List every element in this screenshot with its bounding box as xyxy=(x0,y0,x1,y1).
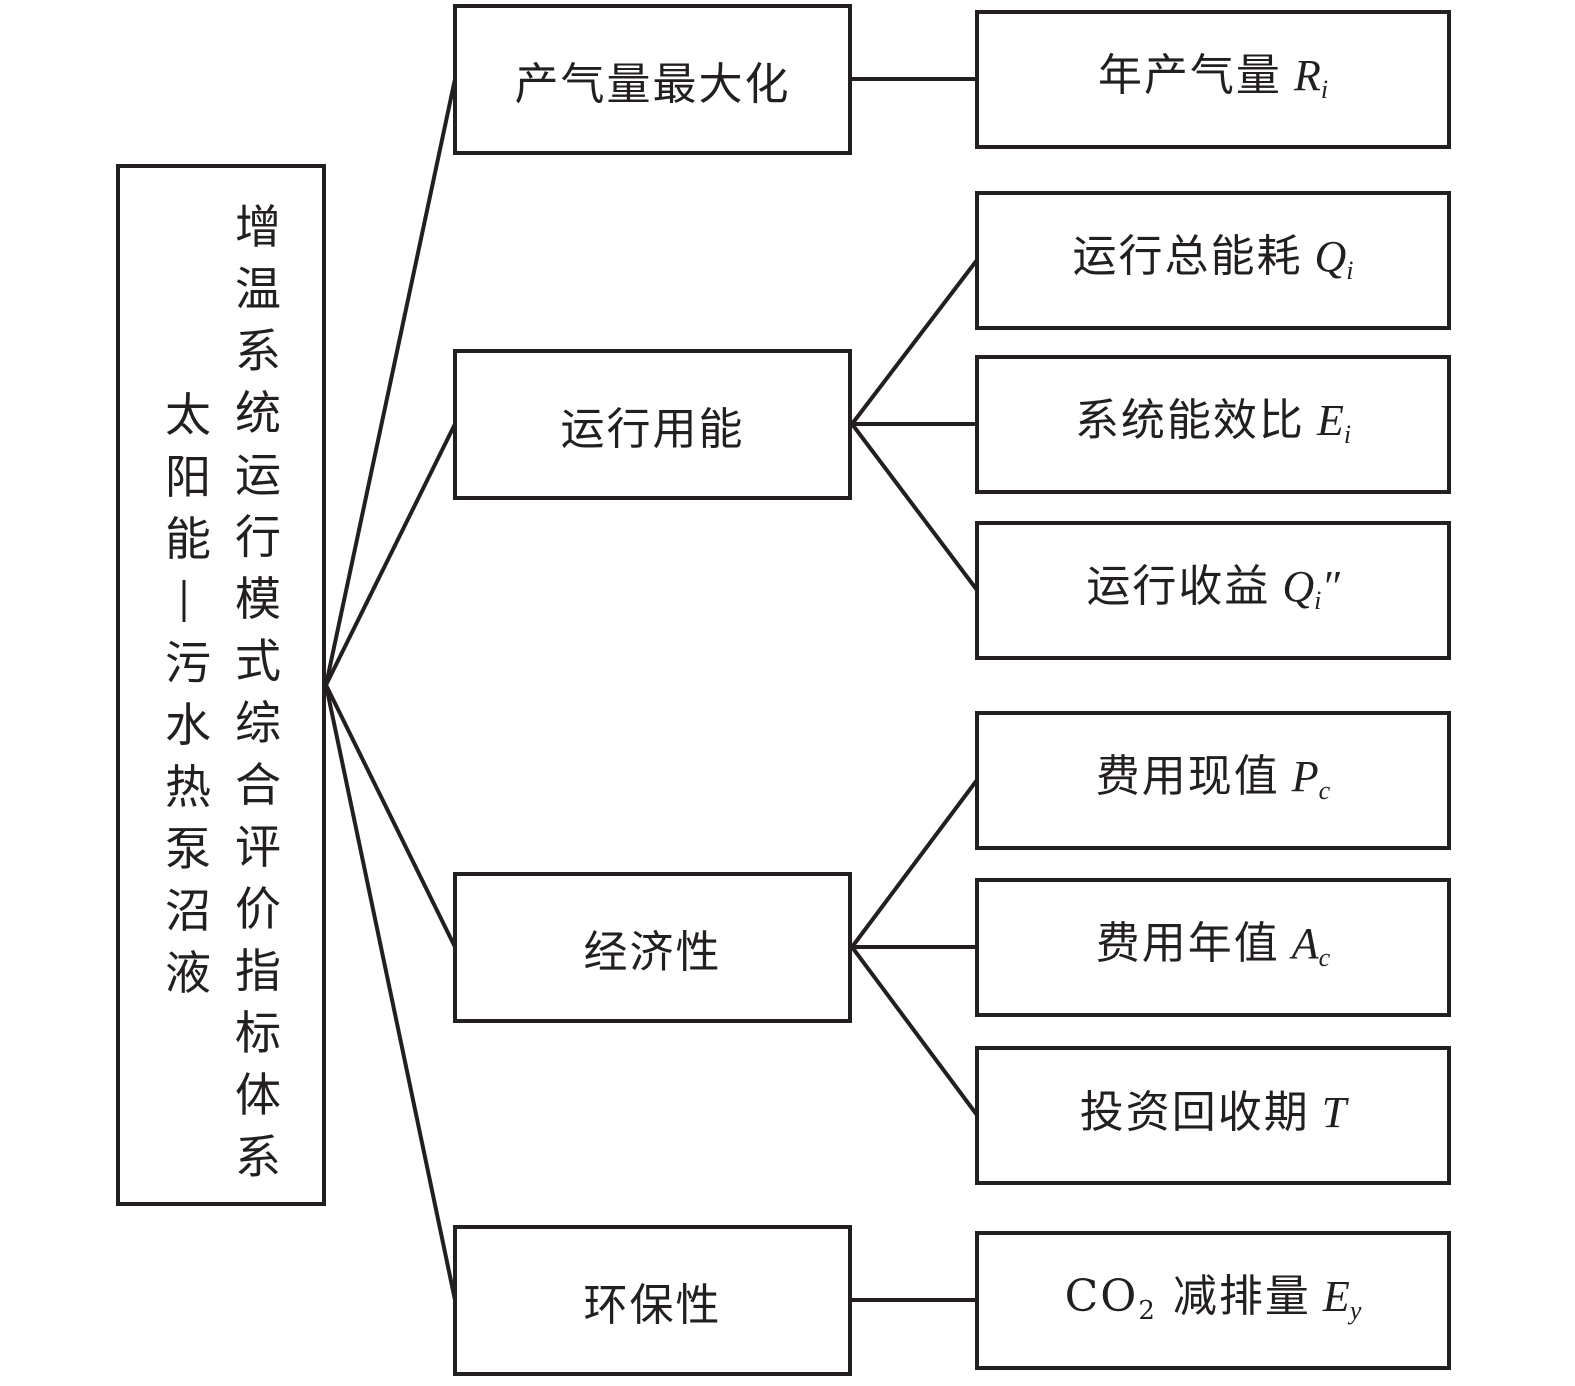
connector-root-to-criterion-1 xyxy=(324,78,457,686)
connector-c3-to-i1 xyxy=(850,778,979,949)
criterion-energy-use: 运行用能 xyxy=(453,349,852,500)
symbol-subscript: i xyxy=(1346,255,1354,285)
symbol-prime: ″ xyxy=(1321,561,1340,611)
co2-text: CO xyxy=(1064,1270,1139,1322)
criterion-label: 运行用能 xyxy=(560,403,745,455)
connector-root-to-criterion-4 xyxy=(324,684,457,1301)
root-char: 模 xyxy=(235,572,281,626)
connector-root-to-criterion-2 xyxy=(324,423,457,686)
root-char: 评 xyxy=(235,820,281,874)
root-char: 增 xyxy=(235,200,281,254)
symbol: E xyxy=(1316,395,1344,445)
indicator-text: 减排量 xyxy=(1172,1270,1311,1322)
symbol: A xyxy=(1291,918,1319,968)
connector-c3-to-i3 xyxy=(850,945,979,1117)
root-char: 行 xyxy=(235,510,281,564)
root-char: 热 xyxy=(165,760,211,814)
root-char: 综 xyxy=(235,696,281,750)
symbol: P xyxy=(1291,751,1319,801)
indicator-text: 费用年值 xyxy=(1095,917,1280,969)
indicator-text: 投资回收期 xyxy=(1079,1086,1310,1138)
connector-root-to-criterion-3 xyxy=(324,684,457,948)
root-char: 体 xyxy=(235,1068,281,1122)
root-char: 太 xyxy=(165,388,211,442)
root-char: 运 xyxy=(235,448,281,502)
root-char: 系 xyxy=(235,1130,281,1184)
root-char: 指 xyxy=(235,944,281,998)
indicator-text: 年产气量 xyxy=(1097,49,1282,101)
root-char: — xyxy=(161,578,215,624)
co2-formula: CO2 xyxy=(1064,1270,1157,1326)
root-char: 污 xyxy=(165,636,211,690)
symbol: R xyxy=(1293,50,1321,100)
indicator-text: 系统能效比 xyxy=(1074,394,1305,446)
criterion-label: 产气量最大化 xyxy=(514,58,791,110)
indicator-symbol: Qi xyxy=(1314,231,1353,285)
root-node: 太 阳 能 — 污 水 热 泵 沼 液 增 温 系 统 运 行 模 式 综 合 … xyxy=(116,164,326,1206)
root-char: 式 xyxy=(235,634,281,688)
indicator-symbol: Ac xyxy=(1291,918,1330,972)
criterion-gas-production: 产气量最大化 xyxy=(453,4,852,155)
criterion-economy: 经济性 xyxy=(453,872,852,1023)
indicator-symbol: Ey xyxy=(1322,1271,1361,1325)
connector-c2-to-i1 xyxy=(850,258,979,426)
root-char: 系 xyxy=(235,324,281,378)
indicator-text: 运行收益 xyxy=(1086,560,1271,612)
root-char: 合 xyxy=(235,758,281,812)
root-char: 液 xyxy=(165,946,211,1000)
symbol: T xyxy=(1321,1087,1347,1137)
criterion-label: 环保性 xyxy=(583,1279,722,1331)
symbol-subscript: c xyxy=(1318,775,1331,805)
symbol: Q xyxy=(1314,231,1347,281)
criterion-label: 经济性 xyxy=(583,926,722,978)
co2-subscript: 2 xyxy=(1138,1295,1157,1326)
symbol-subscript: y xyxy=(1349,1295,1362,1325)
indicator-text: 运行总能耗 xyxy=(1072,230,1303,282)
root-char: 标 xyxy=(235,1006,281,1060)
symbol-subscript: i xyxy=(1314,585,1322,615)
indicator-symbol: Ri xyxy=(1293,50,1328,104)
root-char: 价 xyxy=(235,882,281,936)
root-title-line-2: 增 温 系 统 运 行 模 式 综 合 评 价 指 标 体 系 xyxy=(232,196,284,1188)
symbol-subscript: i xyxy=(1343,419,1352,449)
indicator-symbol: Qi″ xyxy=(1282,561,1340,615)
root-char: 沼 xyxy=(165,884,211,938)
root-char: 温 xyxy=(235,262,281,316)
symbol-subscript: i xyxy=(1320,74,1329,104)
connector-c2-to-i3 xyxy=(850,422,979,592)
indicator-symbol: Ei xyxy=(1316,395,1351,449)
criterion-environment: 环保性 xyxy=(453,1225,852,1376)
symbol-subscript: c xyxy=(1318,942,1331,972)
indicator-symbol: Pc xyxy=(1291,751,1330,805)
root-title-line-1: 太 阳 能 — 污 水 热 泵 沼 液 xyxy=(161,384,215,1004)
symbol: Q xyxy=(1282,561,1315,611)
indicator-text: 费用现值 xyxy=(1095,750,1280,802)
root-char: 泵 xyxy=(165,822,211,876)
root-char: 水 xyxy=(165,698,211,752)
symbol: E xyxy=(1322,1271,1350,1321)
root-char: 能 xyxy=(165,512,211,566)
indicator-symbol: T xyxy=(1322,1088,1346,1137)
root-char: 阳 xyxy=(165,450,211,504)
root-char: 统 xyxy=(235,386,281,440)
